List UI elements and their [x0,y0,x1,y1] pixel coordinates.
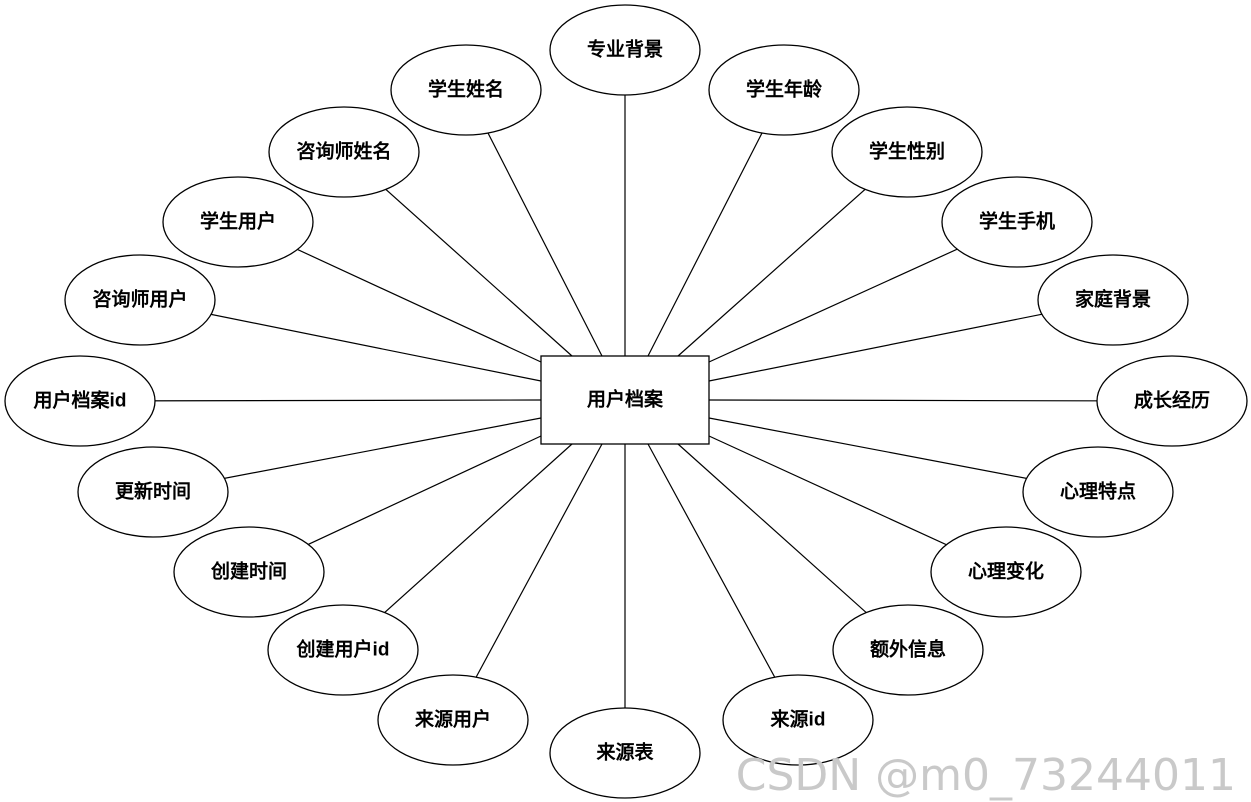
attribute-label: 创建时间 [210,560,287,583]
attribute-label: 学生用户 [200,210,276,233]
attribute-ellipse [267,604,419,696]
attribute-node: 用户档案id [4,355,156,447]
attribute-node: 来源表 [549,707,701,799]
attribute-ellipse [162,176,314,268]
attribute-node: 成长经历 [1096,355,1248,447]
attribute-ellipse [268,106,420,198]
connector-line [647,443,799,721]
attribute-ellipse [1037,254,1189,346]
attribute-node: 学生姓名 [390,44,542,136]
attribute-node: 更新时间 [77,446,229,538]
attribute-ellipse [1096,355,1248,447]
attribute-ellipse [173,526,325,618]
attribute-node: 学生用户 [162,176,314,268]
attribute-ellipse [77,446,229,538]
attribute-ellipse [4,355,156,447]
attribute-ellipse [708,44,860,136]
attribute-node: 来源用户 [377,674,529,766]
attribute-label: 咨询师用户 [92,288,187,311]
watermark: CSDN @m0_73244011 [736,750,1236,801]
attribute-ellipse [832,604,984,696]
attribute-node: 家庭背景 [1037,254,1189,346]
connector-line [465,89,603,357]
attribute-ellipse [549,707,701,799]
attribute-node: 来源id [722,674,874,766]
entity-user-archive: 用户档案 [540,355,710,445]
attribute-label: 额外信息 [870,638,946,661]
attribute-node: 专业背景 [549,4,701,96]
attribute-node: 心理特点 [1022,446,1174,538]
attribute-label: 来源用户 [415,708,491,731]
attribute-node: 创建时间 [173,526,325,618]
attribute-label: 心理特点 [1060,481,1136,503]
entity-box [540,355,710,445]
attribute-label: 用户档案id [34,389,127,412]
attribute-ellipse [549,4,701,96]
attribute-label: 来源id [771,708,826,731]
connector-lines [79,50,1173,753]
attribute-ellipse [941,176,1093,268]
attribute-node: 学生手机 [941,176,1093,268]
attribute-ellipse [831,106,983,198]
attribute-label: 学生性别 [869,140,945,163]
attribute-ellipse [377,674,529,766]
attribute-ellipse [722,674,874,766]
attribute-label: 来源表 [596,741,654,764]
connector-line [647,89,785,357]
entity-label: 用户档案 [587,388,664,411]
attribute-label: 专业背景 [587,38,663,61]
attribute-label: 成长经历 [1134,389,1210,412]
attribute-node: 咨询师用户 [64,254,216,346]
attribute-nodes: 专业背景学生年龄学生性别学生手机家庭背景成长经历心理特点心理变化额外信息来源id… [4,4,1248,799]
attribute-ellipse [390,44,542,136]
attribute-node: 咨询师姓名 [268,106,420,198]
attribute-node: 额外信息 [832,604,984,696]
attribute-node: 创建用户id [267,604,419,696]
attribute-ellipse [64,254,216,346]
attribute-label: 创建用户id [296,638,390,661]
connector-line [708,399,1173,402]
connector-line [79,399,542,402]
attribute-label: 家庭背景 [1075,288,1151,311]
attribute-label: 学生姓名 [428,78,504,101]
attribute-label: 学生手机 [979,210,1055,233]
attribute-label: 更新时间 [115,480,191,503]
connector-line [452,443,603,721]
attribute-ellipse [1022,446,1174,538]
attribute-label: 学生年龄 [746,78,823,101]
attribute-ellipse [930,526,1082,618]
attribute-label: 咨询师姓名 [296,140,391,163]
attribute-node: 学生年龄 [708,44,860,136]
attribute-label: 心理变化 [968,560,1044,583]
attribute-node: 学生性别 [831,106,983,198]
attribute-node: 心理变化 [930,526,1082,618]
